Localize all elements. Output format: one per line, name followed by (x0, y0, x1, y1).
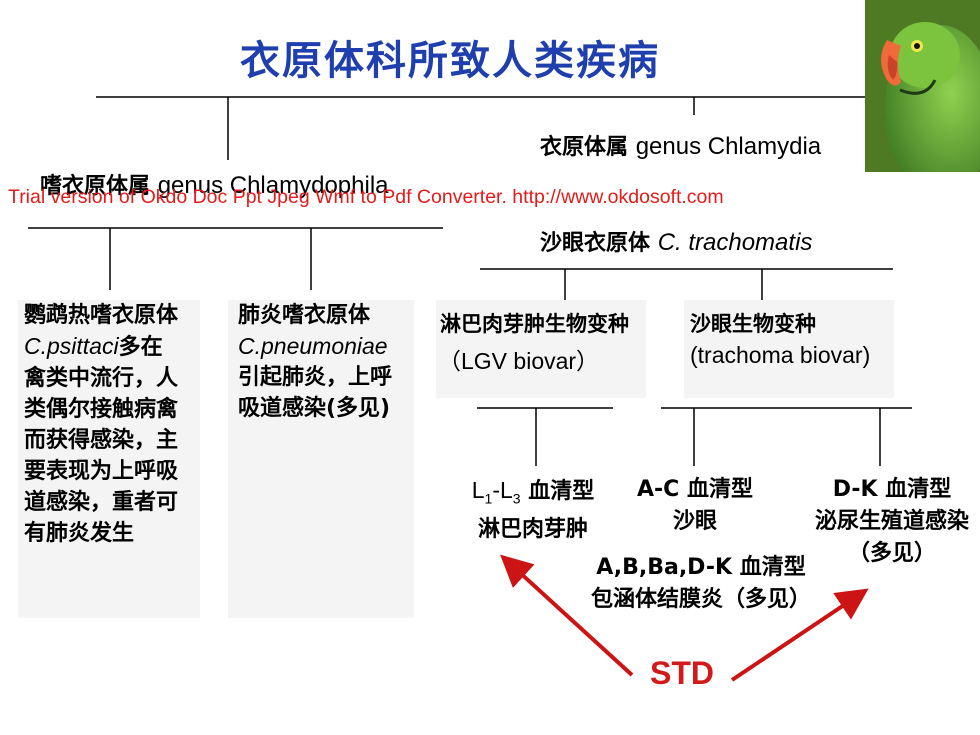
watermark-text: Trial version of Okdo Doc Ppt Jpeg Wmf t… (8, 186, 724, 208)
l1-sub: 1 (484, 490, 493, 507)
d-k-node: D-K 血清型 泌尿生殖道感染 （多见） (808, 474, 976, 570)
genus-chlamydia-latin: genus Chlamydia (635, 133, 822, 160)
l1-l3-sero: 血清型 (520, 479, 595, 504)
l1-l3-dash: -L (492, 477, 513, 503)
a-c-sero: A-C 血清型 (637, 477, 753, 502)
genus-chlamydia-cn: 衣原体属 (540, 135, 629, 160)
l3-sub: 3 (512, 490, 521, 507)
lgv-biovar-box: 淋巴肉芽肿生物变种 （LGV biovar） (436, 300, 646, 398)
parrot-image (865, 0, 980, 195)
page-title: 衣原体科所致人类疾病 (240, 38, 660, 84)
pneumoniae-line: 引起肺炎，上呼 (238, 365, 393, 390)
species-trachomatis: 沙眼衣原体 C. trachomatis (540, 227, 812, 260)
psittaci-line: 要表现为上呼吸 (24, 459, 179, 484)
l1-l3-disease: 淋巴肉芽肿 (477, 517, 588, 543)
pneumoniae-name: 肺炎嗜衣原体 (238, 303, 371, 328)
psittaci-line: 多在 (118, 335, 163, 360)
lgv-biovar-sub: （LGV biovar） (438, 348, 600, 374)
psittaci-name: 鹦鹉热嗜衣原体 (24, 303, 179, 328)
pneumoniae-box: 肺炎嗜衣原体 C.pneumoniae 引起肺炎，上呼 吸道感染(多见) (228, 300, 414, 618)
psittaci-line: 而获得感染，主 (24, 428, 179, 453)
trachoma-biovar-sub: (trachoma biovar) (690, 342, 871, 368)
lgv-biovar-name: 淋巴肉芽肿生物变种 (440, 312, 629, 336)
l1-l3-letter: L (471, 477, 485, 503)
genus-chlamydophila-latin: genus Chlamydophila (157, 172, 389, 199)
pneumoniae-line: 吸道感染(多见) (238, 396, 391, 421)
a-c-node: A-C 血清型 沙眼 (620, 474, 770, 538)
psittaci-line: 类偶尔接触病禽 (24, 397, 179, 422)
inclusion-node: A,B,Ba,D-K 血清型 包涵体结膜炎（多见） (586, 552, 816, 616)
std-label: STD (650, 655, 714, 691)
d-k-note: （多见） (847, 541, 936, 566)
trachoma-biovar-box: 沙眼生物变种 (trachoma biovar) (684, 300, 894, 398)
psittaci-line: 有肺炎发生 (24, 521, 135, 546)
inclusion-disease: 包涵体结膜炎（多见） (590, 587, 811, 612)
psittaci-box: 鹦鹉热嗜衣原体 C.psittaci多在 禽类中流行，人 类偶尔接触病禽 而获得… (18, 300, 200, 618)
pneumoniae-latin: C.pneumoniae (238, 333, 388, 359)
trachoma-biovar-name: 沙眼生物变种 (690, 312, 816, 336)
genus-chlamydophila: 嗜衣原体属 genus Chlamydophila (40, 170, 389, 203)
psittaci-latin: C.psittaci (24, 333, 119, 359)
arrow-to-dk (730, 588, 869, 682)
arrow-to-lgv (500, 554, 634, 677)
d-k-sero: D-K 血清型 (832, 477, 952, 502)
inclusion-sero: A,B,Ba,D-K 血清型 (596, 555, 806, 580)
l1-l3-node: L1-L3 血清型 淋巴肉芽肿 (448, 474, 618, 546)
psittaci-line: 禽类中流行，人 (24, 366, 179, 391)
a-c-disease: 沙眼 (672, 509, 717, 534)
d-k-disease: 泌尿生殖道感染 (814, 509, 969, 534)
genus-chlamydia: 衣原体属 genus Chlamydia (540, 131, 821, 164)
trachomatis-cn: 沙眼衣原体 (540, 231, 651, 256)
trachomatis-latin: C. trachomatis (657, 229, 813, 256)
psittaci-line: 道感染，重者可 (24, 490, 179, 515)
genus-chlamydophila-cn: 嗜衣原体属 (40, 174, 151, 199)
